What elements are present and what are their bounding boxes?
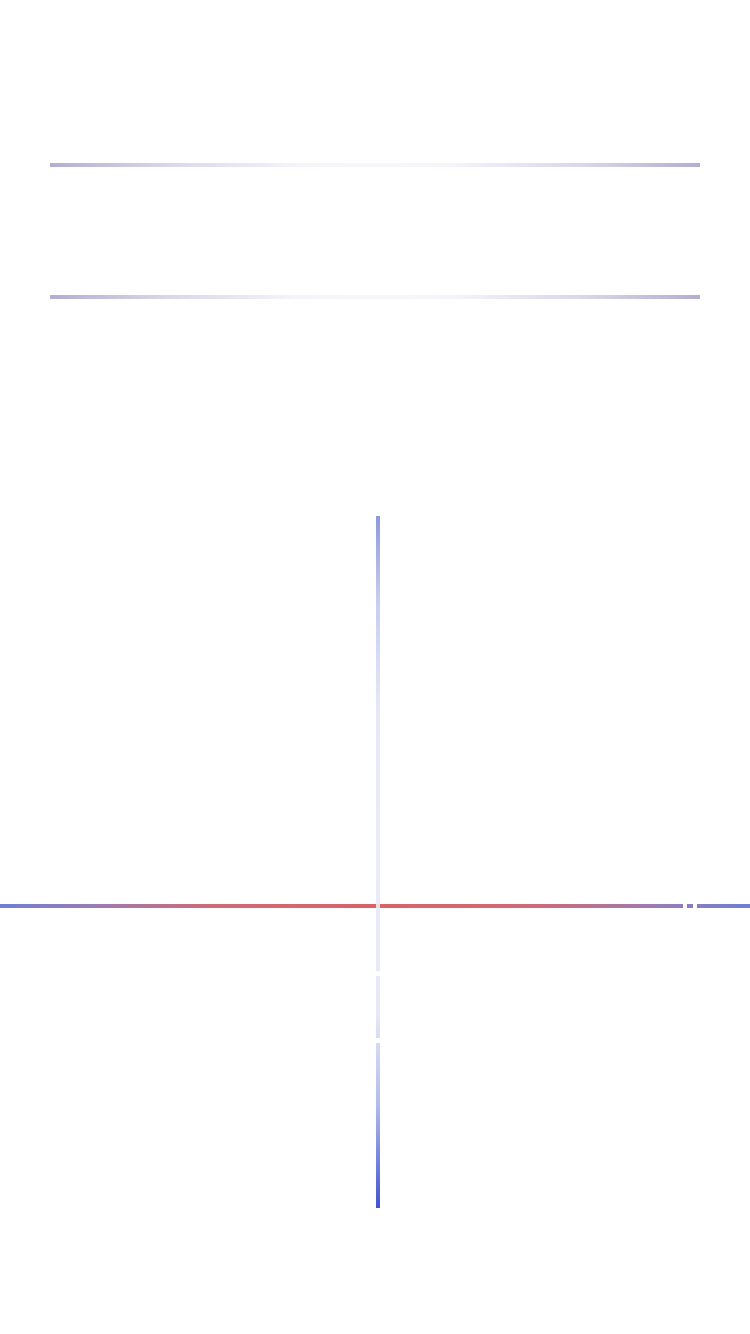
vertical-line-gap <box>374 971 382 976</box>
top-divider <box>50 163 700 167</box>
bottom-divider <box>50 295 700 299</box>
horizontal-line <box>0 904 750 908</box>
vertical-line-gap <box>374 1038 382 1043</box>
vertical-line <box>376 516 380 1208</box>
crosshair-center <box>376 904 380 908</box>
horizontal-line-tick <box>693 903 697 909</box>
horizontal-line-tick <box>683 903 687 909</box>
